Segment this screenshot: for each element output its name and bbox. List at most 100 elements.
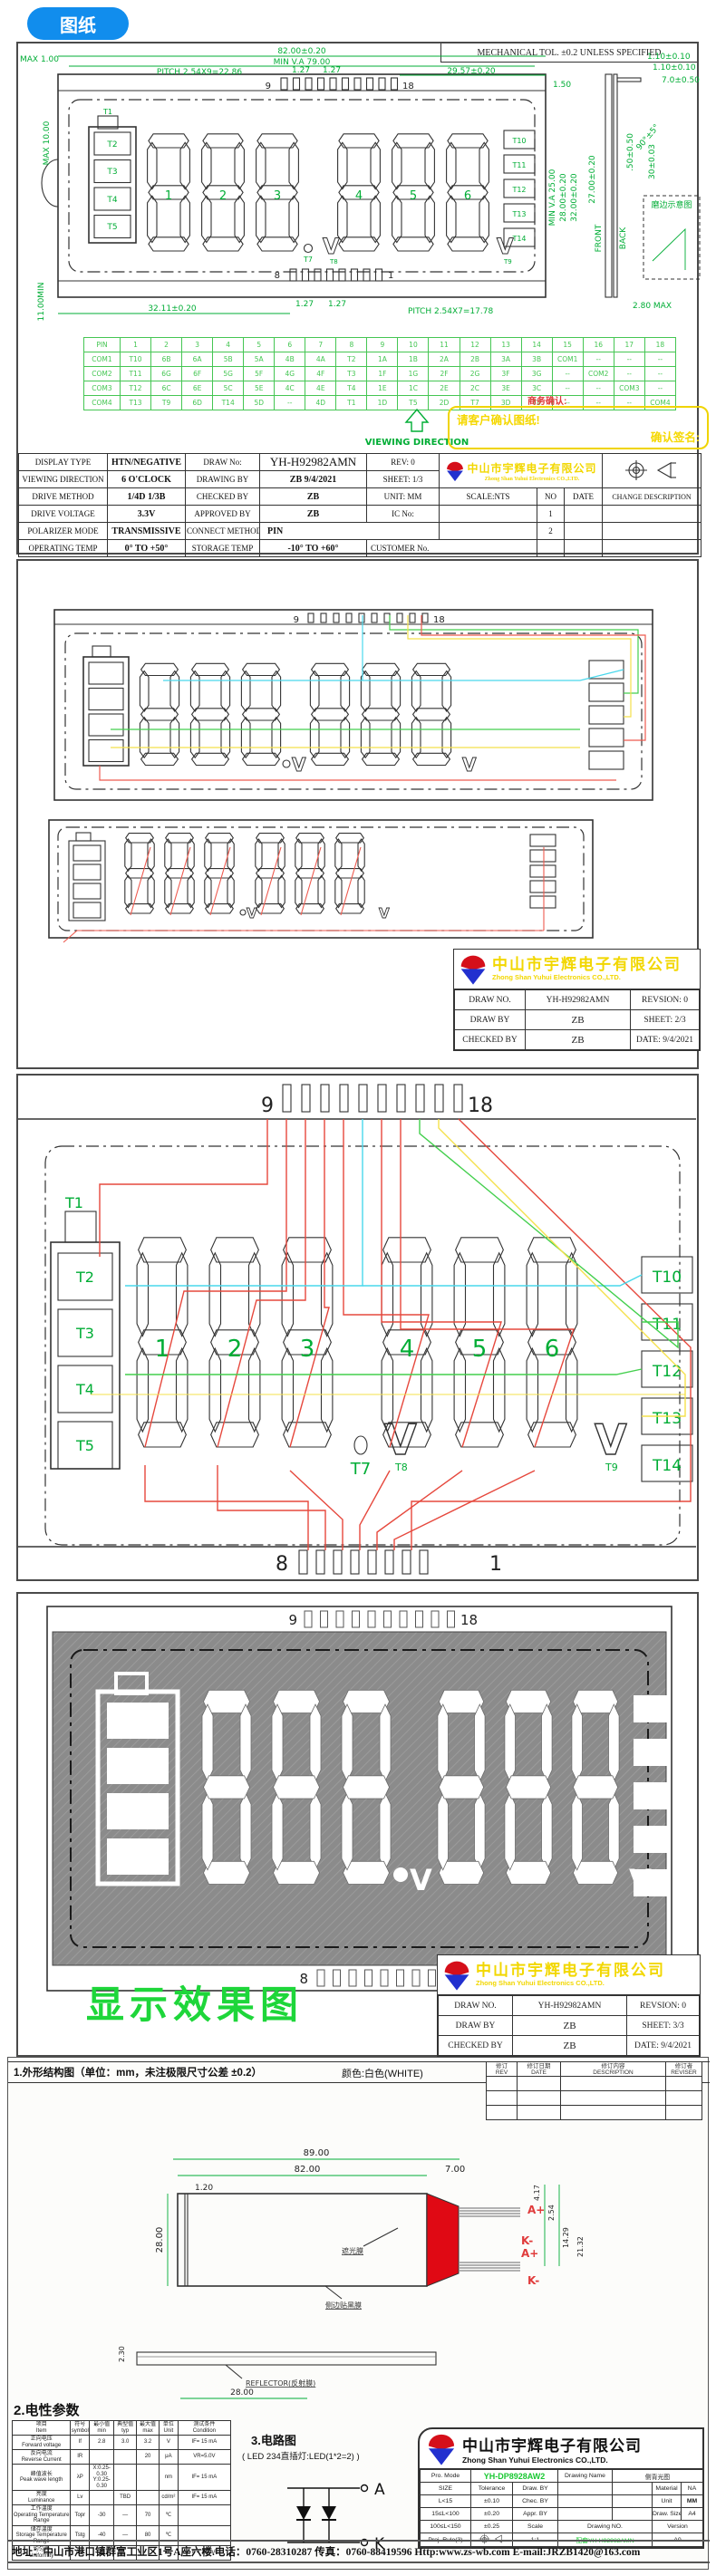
table-cell: 1G [397, 366, 430, 381]
table-cell [89, 2490, 115, 2505]
table-cell: YH-DP8928AW2 [470, 2469, 558, 2483]
dim-127b: 1.27 [323, 66, 341, 75]
table-cell: 5B [212, 352, 245, 367]
table-row: DRIVE METHOD 1/4D 1/3B CHECKED BY ZB UNI… [18, 487, 702, 506]
table-cell: 测试条件 Condition [177, 2420, 232, 2436]
table-cell: 25 [89, 2545, 115, 2561]
seven-segment-digits: 1 2 3 4 5 6 [146, 132, 490, 253]
seven-segment-digits [139, 662, 452, 767]
table-cell: HTN/NEGATIVE [107, 453, 186, 471]
table-cell: 5A [243, 352, 276, 367]
pin1-label: 1 [489, 1553, 502, 1576]
table-cell: 正向电压 Forward voltage [11, 2435, 72, 2450]
shade-film-note: 遮光膜 [342, 2246, 363, 2255]
company-header: 中山市宇辉电子有限公司 Zhong Shan Yuhui Electronics… [420, 2429, 702, 2469]
front-label: FRONT [595, 224, 604, 252]
table-cell [665, 2105, 702, 2120]
table-cell: DRIVE VOLTAGE [18, 505, 108, 523]
table-cell: 17 [613, 337, 645, 352]
table-cell: COM4 [83, 395, 121, 410]
pin8-label: 8 [276, 1553, 288, 1576]
right-bars: T10 T11 T12 T13 T14 [641, 1256, 693, 1482]
table-cell: 6A [181, 352, 214, 367]
dim-min11: 11.00MIN [37, 283, 46, 322]
lcd-front-view: 9 18 8 1 [41, 73, 547, 298]
decimal-point [393, 1867, 408, 1882]
table-row: VIEWING DIRECTION 6 O'CLOCK DRAWING BY Z… [18, 470, 701, 488]
table-cell: 6 [274, 337, 306, 352]
table-cell: 3.3V [107, 505, 186, 523]
anode1-label: A+ [527, 2204, 545, 2216]
company-logo [460, 955, 486, 985]
table-cell [517, 2076, 561, 2091]
digit4-label: 4 [355, 189, 363, 203]
t12-label: T12 [511, 186, 526, 194]
table-cell: ℃ [159, 2504, 179, 2526]
company-name-en: Zhong Shan Yuhui Electronics CO.,LTD. [492, 973, 621, 981]
table-cell [665, 2076, 702, 2091]
drawing-badge[interactable]: 图纸 [27, 7, 129, 40]
company-name-zh: 中山市宇辉电子有限公司 [462, 2437, 642, 2455]
dimension-callouts: 89.00 82.00 7.00 1.20 28.00 [155, 2148, 465, 2286]
table-cell: Material [652, 2482, 682, 2495]
table-cell: -- [613, 352, 645, 367]
t1-label: T1 [64, 1194, 83, 1211]
table-cell: 70 [136, 2504, 160, 2526]
dim-pitch-bot: PITCH 2.54X7=17.78 [408, 307, 493, 316]
table-cell: μA [159, 2449, 179, 2465]
bottom-pins [298, 1549, 429, 1575]
table-cell: 4D [305, 395, 337, 410]
table-cell: 2 [150, 337, 183, 352]
spec-table: DISPLAY TYPE HTN/NEGATIVE DRAW No: YH-H9… [18, 453, 702, 557]
table-cell: IF= 15 mA [177, 2545, 232, 2561]
table-cell: 1 [537, 505, 565, 523]
t9-label: T9 [605, 1462, 618, 1473]
table-cell: 15 [551, 337, 584, 352]
table-cell: REVSION: 0 [630, 989, 700, 1010]
dim-va25: MIN V.A 25.00 [548, 169, 557, 226]
table-cell [602, 505, 702, 523]
table-cell: 反向电流 Reverse Current [11, 2449, 72, 2465]
table-cell [177, 2504, 232, 2526]
dim-120: 1.20 [195, 2184, 213, 2193]
table-cell: DRAW NO. [454, 989, 526, 1010]
dim-28: 28.00 [155, 2227, 165, 2253]
table-cell: DRAW BY [438, 2015, 513, 2036]
table-cell: -- [582, 381, 614, 396]
table-row: CHECKED BY ZB DATE: 9/4/2021 [454, 1029, 700, 1050]
table-cell: 2G [459, 366, 491, 381]
pin9-label: 9 [294, 615, 299, 625]
dim-150: 1.50 [553, 81, 571, 90]
dim-3211: 32.11±0.20 [148, 304, 197, 314]
table-cell: APPROVED BY [185, 505, 260, 523]
table-cell: CONNECT METHOD [185, 522, 260, 540]
table-cell: 6D [181, 395, 214, 410]
table-cell: 1B [397, 352, 430, 367]
table-cell: T13 [119, 395, 152, 410]
table-cell: 16 [582, 337, 614, 352]
table-cell: COM2 [582, 366, 614, 381]
table-cell: ZB [512, 2035, 627, 2056]
table-cell: CHANGE DESCRIPTION [602, 487, 702, 506]
table-cell: DATE: 9/4/2021 [626, 2035, 700, 2056]
table-cell: -- [613, 366, 645, 381]
table-cell: λP [70, 2464, 91, 2491]
table-cell: Appr. BY [512, 2507, 558, 2521]
pin8-label: 8 [299, 1971, 308, 1987]
table-cell: DISPLAY TYPE [18, 453, 108, 471]
company-logo [444, 1961, 469, 1991]
dim-3003: 30±0.03 [648, 144, 657, 179]
table-cell: 6C [150, 381, 183, 396]
t5-label: T5 [75, 1437, 94, 1454]
table-row: CHECKED BY ZB DATE: 9/4/2021 [438, 2035, 700, 2056]
table-cell: 4G [274, 366, 306, 381]
table-cell: 2F [428, 366, 460, 381]
effect-title: 显示效果图 [86, 1983, 305, 2026]
table-cell: REVSION: 0 [626, 1995, 700, 2016]
v1-symbol: V [410, 1863, 432, 1897]
table-cell: 3E [489, 381, 522, 396]
